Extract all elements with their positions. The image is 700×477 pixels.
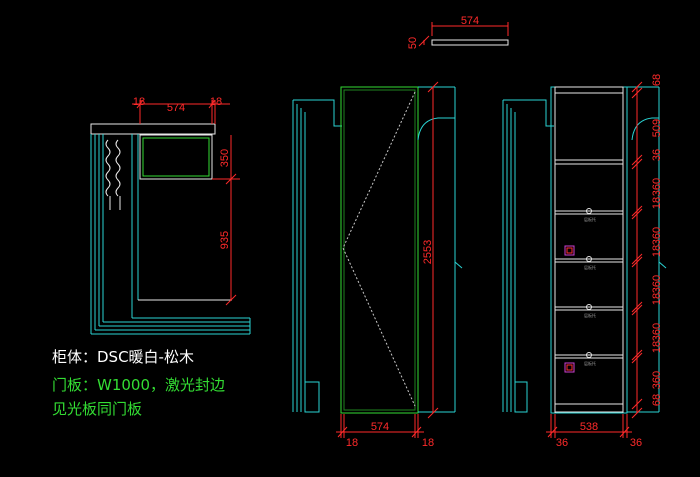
section-height-label: 360 [651, 227, 663, 245]
hardware-marker-icon-inner [566, 364, 573, 371]
dim-tick [631, 87, 643, 99]
dim-tick [225, 294, 237, 306]
side-panel-right-label: 18 [210, 96, 222, 108]
section-height-label: 18 [651, 293, 663, 305]
shelf-support-icon [586, 256, 592, 262]
shelf-support-note: 层板托 [584, 312, 596, 318]
section-height-label: 36 [651, 149, 663, 161]
front-door-inner [343, 89, 416, 411]
section-bottom-panel [554, 403, 624, 413]
section-side-left-label: 36 [556, 437, 568, 449]
section-height-label: 360 [651, 323, 663, 341]
shelf-support-note: 层板托 [584, 360, 596, 366]
dim-tick [631, 301, 643, 313]
side-top-board [90, 123, 216, 135]
top-view: 574 50 [407, 15, 509, 49]
section-plinth-left [514, 381, 528, 413]
top-board-outline [431, 39, 509, 46]
section-view: 层板托 层板托 层板托 层板托 [502, 86, 667, 414]
dim-tick [225, 173, 237, 185]
section-top-panel [554, 86, 624, 94]
front-view [292, 86, 463, 414]
front-top-left-step [293, 99, 342, 127]
top-height-label: 50 [407, 37, 419, 49]
section-side-right-label: 36 [630, 437, 642, 449]
section-height-label: 360 [651, 371, 663, 389]
side-spring-right [115, 139, 121, 197]
section-top-right-curve [631, 117, 659, 141]
door-panel-note: 门板：W1000，激光封边 [52, 376, 226, 394]
hardware-marker-icon [564, 362, 575, 373]
shelf-support-icon [586, 352, 592, 358]
front-panel-left-label: 18 [346, 437, 358, 449]
section-height-label: 18 [651, 197, 663, 209]
section-top-left-step [503, 99, 554, 127]
front-inner-width-label: 574 [371, 421, 389, 433]
front-plinth-left [304, 381, 320, 413]
front-door-outline [340, 86, 419, 414]
section-height-label: 360 [651, 178, 663, 196]
dim-tick [619, 426, 630, 438]
shelf-support-note: 层板托 [584, 264, 596, 270]
dim-tick [631, 81, 643, 93]
side-lower-height-label: 935 [219, 231, 231, 249]
front-break-mark [454, 261, 463, 269]
dim-tick [631, 304, 643, 316]
dim-tick [427, 81, 439, 93]
dim-tick [418, 35, 430, 47]
dim-tick [631, 407, 643, 419]
front-view-dims: 2553 18 574 18 [336, 81, 439, 449]
side-spring-left [105, 139, 111, 197]
side-view-dims: 18 574 18 350 935 [132, 96, 240, 306]
section-height-label: 360 [651, 275, 663, 293]
hardware-marker-icon [564, 245, 575, 256]
dim-tick [136, 99, 144, 109]
section-view-dims: 68 509 36 360 18 360 18 360 18 360 18 36… [546, 74, 663, 449]
dim-tick [547, 426, 558, 438]
side-view [90, 123, 251, 335]
hardware-marker-icon-inner [566, 247, 573, 254]
dim-tick [631, 256, 643, 268]
front-door-swing-indicator [342, 91, 416, 407]
front-panel-right-label: 18 [422, 437, 434, 449]
side-top-height-label: 350 [219, 149, 231, 167]
section-height-label: 68 [651, 394, 663, 406]
dim-tick [208, 99, 216, 109]
dim-tick [631, 398, 643, 410]
dim-tick [631, 349, 643, 361]
dim-tick [631, 154, 643, 166]
section-height-label: 18 [651, 341, 663, 353]
top-width-label: 574 [461, 15, 479, 27]
side-inner-width-label: 574 [167, 102, 185, 114]
dim-tick [631, 352, 643, 364]
section-break-mark [658, 261, 667, 269]
section-height-label: 18 [651, 245, 663, 257]
dim-tick [631, 208, 643, 220]
shelf-support-note: 层板托 [584, 216, 596, 222]
section-inner-width-label: 538 [580, 421, 598, 433]
cabinet-body-note: 柜体：DSC暖白-松木 [52, 348, 194, 366]
shelf-support-icon [586, 304, 592, 310]
dim-tick [337, 426, 348, 438]
side-panel-left-label: 18 [133, 96, 145, 108]
side-upper-box-inner [142, 137, 210, 177]
dim-tick [631, 253, 643, 265]
front-top-right-curve [417, 117, 455, 141]
dim-tick [631, 158, 643, 170]
section-shelf [554, 159, 624, 165]
section-height-label: 68 [651, 74, 663, 86]
side-upper-box [139, 134, 213, 180]
door-panel-note-2: 见光板同门板 [52, 400, 143, 418]
front-total-height-label: 2553 [422, 240, 434, 264]
dim-tick [427, 407, 439, 419]
shelf-support-icon [586, 208, 592, 214]
dim-tick [631, 205, 643, 217]
dim-tick [411, 426, 422, 438]
section-height-label: 509 [651, 119, 663, 137]
